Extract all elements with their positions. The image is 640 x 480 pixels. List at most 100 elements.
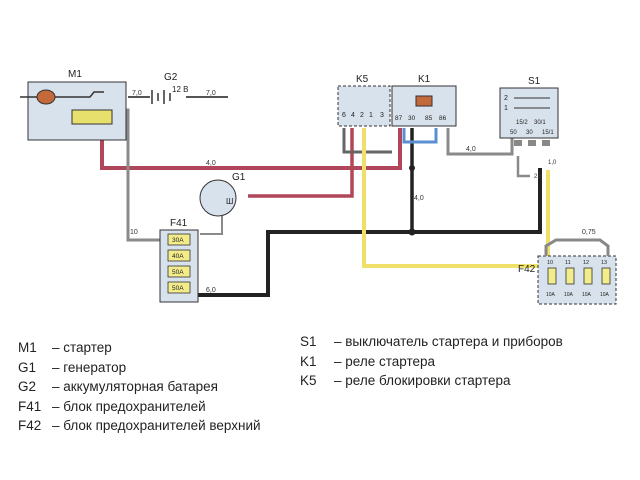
legend-right: S1 – выключатель стартера и приборов K1 – …: [300, 334, 563, 393]
legend-item: K1 – реле стартера: [300, 354, 563, 374]
legend-code: F42: [18, 418, 42, 433]
wire-black-main: [192, 168, 542, 297]
relay-k5-box: [337, 85, 391, 127]
fuse-block-f41: F41 30А 40А 50А 50А: [159, 218, 199, 303]
pin-label: 2: [360, 112, 364, 119]
fuse-icon: [167, 281, 191, 294]
wire-label-m1-g2: 7,0: [132, 90, 142, 97]
ignition-switch-s1: S1 2 1 15/2 30/1 50 30 15/1: [499, 76, 559, 146]
legend-code: M1: [18, 340, 37, 355]
generator-g1: G1 Ш: [199, 172, 246, 217]
wire-k5-k1: [342, 128, 392, 154]
pin-label: 11: [565, 260, 571, 266]
legend-text: – аккумуляторная батарея: [52, 379, 218, 394]
fuse-block-label: F41: [170, 218, 188, 229]
legend-text: – выключатель стартера и приборов: [334, 334, 563, 349]
wire-grey-s1: [516, 156, 530, 178]
legend-left: M1 – стартер G1 – генератор G2 – аккумулято…: [18, 340, 261, 438]
wire-f42-jumpers: [544, 238, 610, 256]
legend-item: G2 – аккумуляторная батарея: [18, 379, 261, 399]
generator-terminal: Ш: [226, 197, 233, 206]
connector-icon: [514, 140, 522, 146]
pin-label: 1: [504, 105, 508, 112]
battery-icon: [151, 90, 171, 104]
wire-label-k1-s1: 4,0: [466, 146, 476, 153]
legend-code: G1: [18, 359, 37, 375]
legend-code: G2: [18, 379, 37, 394]
wire-label-s1-a: 2,5: [534, 174, 543, 180]
legend-item: F41– блок предохранителей: [18, 399, 261, 419]
legend-code: K1: [300, 353, 317, 369]
wire-yellow-k5: [362, 128, 550, 268]
pin-label: 30: [526, 130, 533, 136]
legend-item: G1 – генератор: [18, 360, 261, 380]
fuse-icon: [601, 267, 611, 285]
pin-label: 6: [342, 112, 346, 119]
legend-text: – генератор: [52, 359, 127, 375]
pin-label: 30/1: [534, 120, 546, 126]
pin-label: 4: [351, 112, 355, 119]
pin-label: 2: [504, 95, 508, 102]
legend-code: F41: [18, 398, 42, 414]
legend-item: S1 – выключатель стартера и приборов: [300, 334, 563, 354]
battery-voltage: 12 В: [172, 85, 188, 94]
pin-label: 86: [439, 115, 447, 122]
fuse-icon: [583, 267, 593, 285]
battery-g2: G2 12 В 7,0 7,0: [132, 72, 216, 104]
fuse-rating: 10А: [564, 292, 574, 298]
switch-box: [499, 87, 559, 139]
relay-coil-icon: [415, 95, 433, 107]
pin-label: 50: [510, 130, 517, 136]
pin-label: 15/1: [542, 130, 554, 136]
pin-label: 15/2: [516, 120, 528, 126]
fuse-rating: 10А: [600, 292, 610, 298]
motor-icon: [36, 89, 56, 105]
starter-label: M1: [68, 69, 82, 80]
solenoid-icon: [71, 109, 113, 125]
legend-text: – стартер: [52, 340, 112, 355]
connector-icon: [542, 140, 550, 146]
relay-k5-label: K5: [356, 74, 369, 85]
fuse-icon: [167, 233, 191, 246]
legend-text: – реле стартера: [334, 353, 436, 369]
wire-grey-f41-g1: [200, 214, 223, 235]
wire-label-k1-black: 4,0: [414, 195, 424, 202]
pin-label: 1: [369, 112, 373, 119]
battery-label: G2: [164, 72, 178, 83]
fuse-rating: 30А: [172, 237, 184, 244]
generator-label: G1: [232, 172, 246, 183]
fuse-icon: [167, 249, 191, 262]
fuse-block-label: F42: [518, 264, 536, 275]
legend-text: – реле блокировки стартера: [334, 373, 511, 388]
fuse-rating: 40А: [172, 253, 184, 260]
wire-label-f41-black: 6,0: [206, 287, 216, 294]
fuse-icon: [167, 265, 191, 278]
starter-coil-icon: [70, 91, 104, 98]
switch-contacts-icon: [514, 97, 550, 109]
pin-label: 87: [395, 115, 403, 122]
fuse-rating: 10А: [582, 292, 592, 298]
fuse-icon: [565, 267, 575, 285]
wire-label-m1-f41: 10: [130, 229, 138, 236]
junction-dot: [408, 228, 416, 236]
relay-k5: K5 6 4 2 1 3: [337, 74, 391, 127]
legend-code: S1: [300, 334, 317, 349]
wire-label-f42-top: 0,75: [582, 229, 596, 236]
generator-icon: [199, 179, 237, 217]
wire-grey-k1-s1: [446, 128, 514, 156]
wire-label-g2-ground: 7,0: [206, 90, 216, 97]
switch-label: S1: [528, 76, 541, 87]
legend-item: F42– блок предохранителей верхний: [18, 418, 261, 438]
fuse-rating: 10А: [546, 292, 556, 298]
relay-k1: K1 87 30 85 86: [391, 74, 457, 127]
relay-k1-label: K1: [418, 74, 431, 85]
legend-item: M1 – стартер: [18, 340, 261, 360]
pin-label: 10: [547, 260, 553, 266]
pin-label: 3: [380, 112, 384, 119]
pin-label: 13: [601, 260, 607, 266]
wire-label-s1-b: 1,0: [548, 160, 557, 166]
pin-label: 85: [425, 115, 433, 122]
legend-code: K5: [300, 373, 317, 388]
junction-dot: [409, 165, 415, 171]
